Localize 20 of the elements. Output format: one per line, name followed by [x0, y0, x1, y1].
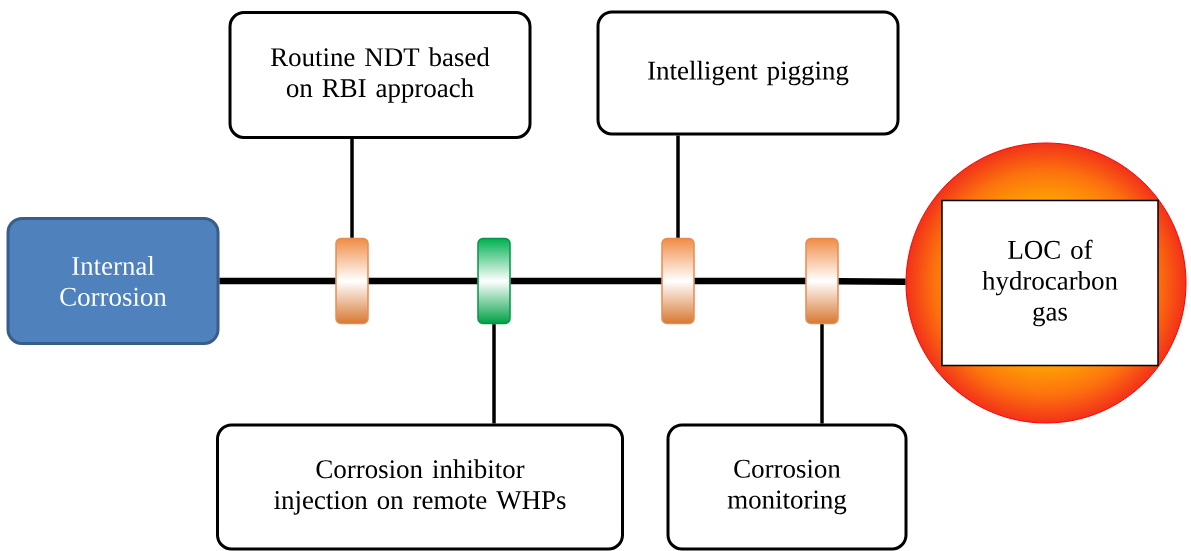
- barrier-symbol: [805, 237, 839, 325]
- pipeline-line: [838, 277, 906, 285]
- pipeline-line: [694, 277, 806, 285]
- leader-line: [820, 324, 824, 424]
- hazard-circle: [905, 142, 1187, 424]
- barrier-symbol: [335, 237, 369, 325]
- leader-line: [492, 324, 496, 424]
- pipeline-line: [368, 277, 478, 285]
- pipeline-line: [510, 277, 662, 285]
- barrier-box: Routine NDT based on RBI approach: [228, 11, 532, 139]
- pipeline-line: [219, 277, 336, 285]
- threat-box: Internal Corrosion: [6, 217, 220, 345]
- barrier-box: Intelligent pigging: [596, 10, 900, 136]
- consequence-box: LOC of hydrocarbon gas: [941, 199, 1159, 367]
- barrier-box: Corrosion monitoring: [666, 423, 908, 551]
- barrier-box: Corrosion inhibitor injection on remote WHPs: [216, 423, 624, 551]
- barrier-symbol: [477, 237, 511, 325]
- barrier-symbol: [661, 237, 695, 325]
- leader-line: [350, 139, 354, 238]
- leader-line: [676, 135, 680, 238]
